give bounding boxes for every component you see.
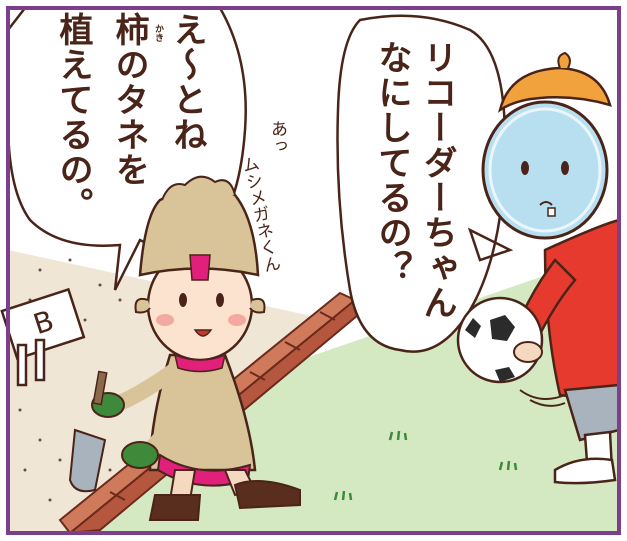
sfx-line-1: あっ	[267, 120, 287, 154]
kaki-character	[68, 175, 301, 521]
speech-right-line-1: リコーダーちゃん	[417, 40, 457, 320]
soil-speckles	[18, 258, 122, 502]
magnifying-glass-character	[456, 51, 621, 485]
panel-frame	[6, 6, 621, 535]
speech-left-line-3: 植えてるの。	[53, 12, 93, 222]
speech-left-line-2: 柿のタネを	[109, 12, 149, 187]
ruby-kaki: かき	[153, 24, 163, 42]
speech-right-line-2: なにしてるの？	[372, 40, 412, 285]
speech-bubble-right-shape	[336, 14, 514, 353]
speech-left-line-1: え〜とね	[167, 12, 207, 152]
grass-tufts	[333, 430, 518, 501]
